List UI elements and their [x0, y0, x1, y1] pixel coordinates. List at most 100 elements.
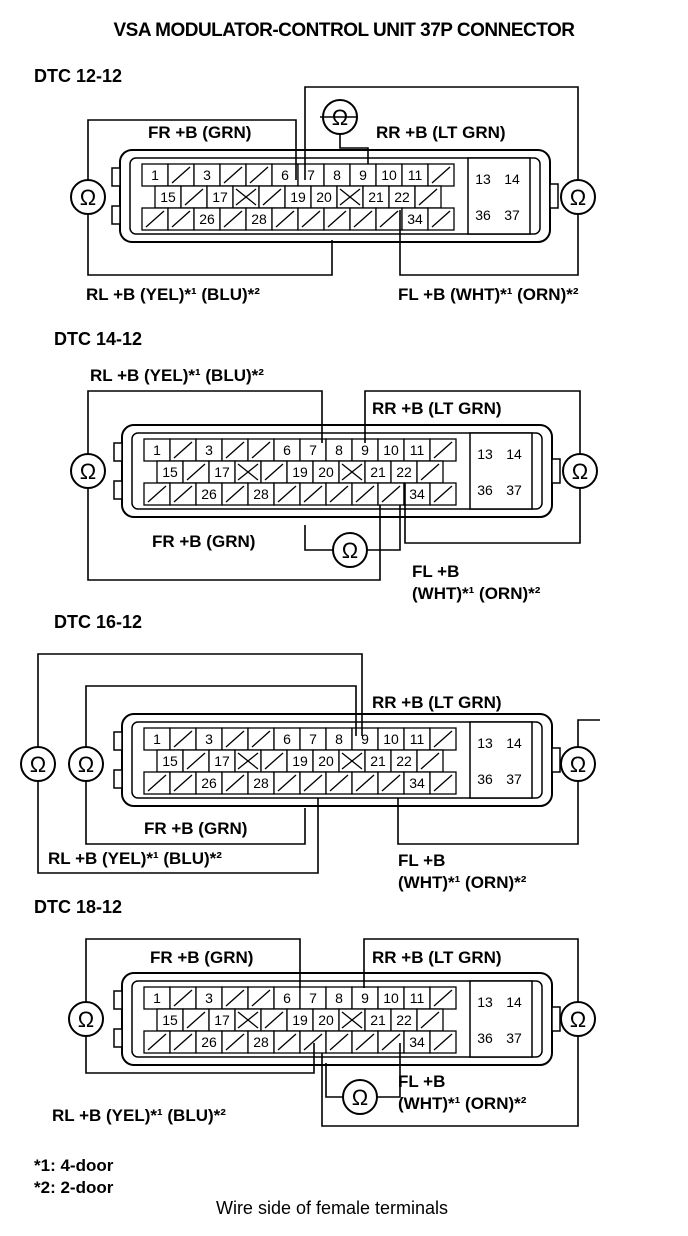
terminal-label: 21: [370, 464, 386, 480]
unused-mark: [329, 485, 349, 503]
unused-mark: [173, 730, 193, 748]
unused-mark: [433, 1033, 453, 1051]
terminal-label: 19: [292, 464, 308, 480]
terminal-label: 15: [162, 1012, 178, 1028]
caption: Wire side of female terminals: [215, 1198, 449, 1218]
terminal-label: 19: [290, 189, 306, 205]
unused-mark: [223, 210, 243, 228]
unused-mark: [186, 1011, 206, 1029]
terminal-label: 34: [407, 211, 423, 227]
terminal-label: 1: [153, 990, 161, 1006]
unused-mark: [418, 188, 438, 206]
unused-mark: [184, 188, 204, 206]
terminal-label: 26: [199, 211, 215, 227]
terminal-label: 15: [162, 753, 178, 769]
terminal-label: 7: [309, 442, 317, 458]
wire-label: RR +B (LT GRN): [372, 399, 502, 418]
unused-mark: [329, 1033, 349, 1051]
wire-line: [37, 781, 319, 874]
wire-line: [325, 1063, 343, 1098]
terminal-label: 13: [477, 735, 493, 751]
terminal-label: 28: [253, 775, 269, 791]
page-title: VSA MODULATOR-CONTROL UNIT 37P CONNECTOR: [113, 20, 575, 41]
connector-latch: [551, 747, 561, 773]
unused-mark: [171, 166, 191, 184]
ohm-symbol: Ω: [78, 752, 94, 777]
blank-mark: [341, 463, 363, 481]
terminal-label: 34: [409, 1034, 425, 1050]
wire-label: FR +B (GRN): [148, 123, 251, 142]
terminal-label: 3: [205, 990, 213, 1006]
terminal-label: 26: [201, 1034, 217, 1050]
ohm-symbol: Ω: [30, 752, 46, 777]
connector-latch: [111, 167, 121, 187]
unused-mark: [381, 485, 401, 503]
terminal-label: 28: [253, 1034, 269, 1050]
terminal-label: 21: [370, 753, 386, 769]
unused-mark: [277, 774, 297, 792]
unused-mark: [225, 730, 245, 748]
side-block: [469, 721, 533, 799]
terminal-label: 17: [214, 1012, 230, 1028]
ohm-symbol: Ω: [570, 752, 586, 777]
wire-line: [85, 1036, 315, 1074]
unused-mark: [433, 730, 453, 748]
unused-mark: [420, 1011, 440, 1029]
terminal-label: 10: [383, 442, 399, 458]
wire-line: [87, 488, 381, 581]
unused-mark: [251, 730, 271, 748]
terminal-label: 21: [370, 1012, 386, 1028]
unused-mark: [147, 774, 167, 792]
unused-mark: [249, 166, 269, 184]
wire-line: [404, 483, 581, 544]
terminal-label: 9: [361, 442, 369, 458]
terminal-label: 3: [205, 442, 213, 458]
blank-mark: [341, 752, 363, 770]
unused-mark: [420, 463, 440, 481]
unused-mark: [433, 989, 453, 1007]
wire-label: FL +B (WHT)*¹ (ORN)*²: [398, 285, 579, 304]
terminal-label: 14: [506, 735, 522, 751]
terminal-label: 15: [160, 189, 176, 205]
unused-mark: [264, 752, 284, 770]
connector-latch: [113, 990, 123, 1010]
unused-mark: [277, 1033, 297, 1051]
unused-mark: [173, 1033, 193, 1051]
unused-mark: [431, 210, 451, 228]
terminal-label: 37: [504, 207, 520, 223]
ohm-symbol: Ω: [572, 459, 588, 484]
blank-mark: [235, 188, 257, 206]
terminal-label: 15: [162, 464, 178, 480]
terminal-label: 1: [153, 731, 161, 747]
terminal-label: 34: [409, 775, 425, 791]
terminal-label: 14: [504, 171, 520, 187]
terminal-label: 9: [361, 990, 369, 1006]
terminal-label: 11: [410, 442, 425, 458]
terminal-label: 34: [409, 486, 425, 502]
unused-mark: [145, 210, 165, 228]
terminal-label: 10: [383, 990, 399, 1006]
side-block: [469, 980, 533, 1058]
unused-mark: [186, 463, 206, 481]
unused-mark: [433, 485, 453, 503]
unused-mark: [262, 188, 282, 206]
terminal-label: 28: [253, 486, 269, 502]
wire-label: FR +B (GRN): [152, 532, 255, 551]
unused-mark: [353, 210, 373, 228]
terminal-label: 7: [309, 990, 317, 1006]
terminal-label: 20: [318, 464, 334, 480]
unused-mark: [433, 441, 453, 459]
terminal-label: 6: [283, 442, 291, 458]
terminal-label: 11: [408, 167, 423, 183]
wire-line: [363, 938, 579, 1003]
terminal-label: 11: [410, 990, 425, 1006]
terminal-label: 26: [201, 775, 217, 791]
terminal-label: 19: [292, 753, 308, 769]
terminal-label: 17: [212, 189, 228, 205]
ohm-symbol: Ω: [80, 459, 96, 484]
unused-mark: [225, 1033, 245, 1051]
terminal-label: 36: [477, 1030, 493, 1046]
terminal-label: 28: [251, 211, 267, 227]
unused-mark: [355, 485, 375, 503]
